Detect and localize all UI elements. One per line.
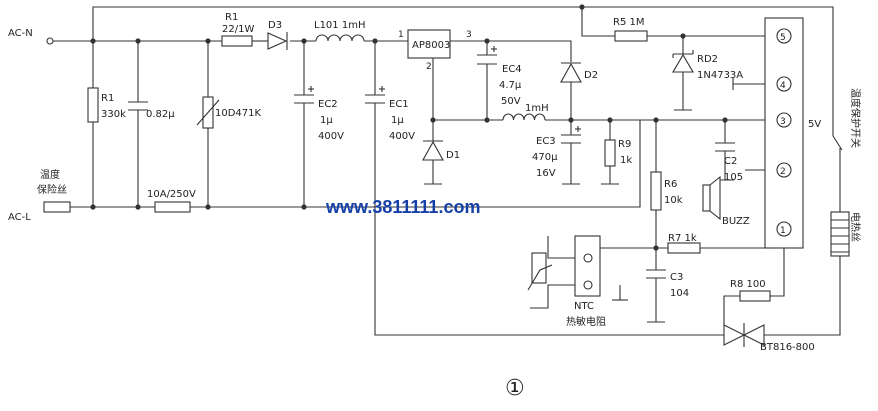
label-ec3-v: 16V [536,168,556,179]
label-ec3: EC3 [536,136,556,147]
resistor-r5 [614,30,648,42]
triac-bt816 [723,323,765,347]
inductor-1mh [502,113,546,121]
label-r1-left: R1 [101,93,114,104]
label-ec2-v: 400V [318,131,344,142]
label-c3: C3 [670,272,683,283]
capacitor-ec3 [561,126,581,144]
label-ec4-c: 4.7μ [499,80,522,91]
label-con-4: 4 [780,81,786,91]
label-ec2-c: 1μ [320,115,333,126]
label-pin1: 1 [398,30,404,40]
protection-switch [832,135,843,151]
label-r1-top: R1 [225,12,238,23]
junction-dots [90,4,728,251]
varistor-10d471k [196,96,220,129]
label-r6-val: 10k [664,195,683,206]
label-d2: D2 [584,70,598,81]
label-r9: R9 [618,139,631,150]
label-ec1-c: 1μ [391,115,404,126]
label-ap8003: AP8003 [412,40,450,51]
label-bt816: BT816-800 [760,342,815,353]
fuse-10a-250v [154,201,191,213]
figure-number: ① [505,376,525,401]
label-1mh: 1mH [525,103,549,114]
diode-d2 [560,62,582,83]
label-fuse-2: 保险丝 [37,183,67,196]
label-ntc: NTC [574,301,594,312]
label-protection-switch: 温度保护开关 [849,88,862,148]
label-ec4: EC4 [502,64,522,75]
label-fuse-main: 10A/250V [147,189,196,200]
resistor-r9 [604,139,616,167]
diode-d1 [422,140,444,161]
label-r6: R6 [664,179,677,190]
heater-element [830,211,850,257]
label-ec4-v: 50V [501,96,521,107]
label-d3: D3 [268,20,282,31]
resistor-r7 [667,242,701,254]
label-r5: R5 1M [613,17,644,28]
label-con-1: 1 [780,226,786,236]
ic-ap8003 [407,29,451,59]
label-fuse-1: 温度 [40,168,60,181]
label-ec1: EC1 [389,99,409,110]
label-buzz: BUZZ [722,216,750,227]
label-c3-val: 104 [670,288,689,299]
resistor-r1-330k [87,87,99,123]
label-varistor: 10D471K [215,108,262,119]
capacitor-ec2 [294,86,314,104]
connector-block [764,17,804,249]
zener-rd2 [672,50,694,73]
label-con-5: 5 [780,33,786,43]
label-ntc-cn: 热敏电阻 [566,315,606,328]
capacitor-ec4 [477,46,497,65]
label-c2-val: 105 [724,172,743,183]
label-c2: C2 [724,156,737,167]
labels: AC-N AC-L 温度 保险丝 R1 330k 0.82μ 10D471K 1… [8,12,862,401]
label-r9-val: 1k [620,155,632,166]
label-ec3-c: 470μ [532,152,558,163]
label-cap-082: 0.82μ [146,109,175,120]
capacitor-c2 [715,142,735,152]
label-l101: L101 1mH [314,20,365,31]
label-con-3: 3 [780,117,786,127]
label-pin3: 3 [466,30,472,40]
capacitor-c3 [646,269,666,279]
buzzer [702,175,721,221]
ac-n-terminal [46,37,54,45]
label-r1-left-val: 330k [101,109,126,120]
thermal-fuse [43,201,71,213]
label-r1-top-val: 22/1W [222,24,254,35]
inductor-l101 [315,34,365,42]
ntc-connector [527,235,601,297]
diode-d3 [267,32,288,50]
label-5v: 5V [808,119,821,130]
label-rd2-val: 1N4733A [697,70,743,81]
resistor-r1-22-1w [221,35,253,47]
label-con-2: 2 [780,167,786,177]
capacitor-ec1 [365,86,385,104]
capacitor-082u [128,101,148,111]
label-ac-n: AC-N [8,28,33,39]
label-ac-l: AC-L [8,212,31,223]
label-r7: R7 1k [668,233,697,244]
label-d1: D1 [446,150,460,161]
label-ec2: EC2 [318,99,338,110]
label-r8: R8 100 [730,279,766,290]
resistor-r8 [739,290,771,302]
label-pin2: 2 [426,62,432,72]
watermark: www.3811111.com [325,197,480,217]
label-rd2: RD2 [697,54,718,65]
resistor-r6 [650,171,662,211]
label-heater: 电热丝 [849,212,862,242]
label-ec1-v: 400V [389,131,415,142]
